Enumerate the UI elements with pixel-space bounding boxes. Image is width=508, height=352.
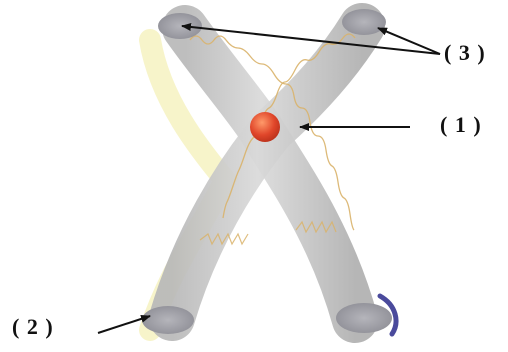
telomere-bottom-left	[142, 306, 194, 334]
label-1: ( 1 )	[440, 112, 482, 138]
telomere-top-right	[342, 9, 386, 35]
label-3: ( 3 )	[444, 40, 486, 66]
label-2: ( 2 )	[12, 314, 54, 340]
telomere-top-left	[158, 13, 202, 39]
centromere	[250, 112, 280, 142]
telomere-bottom-right	[336, 303, 392, 333]
